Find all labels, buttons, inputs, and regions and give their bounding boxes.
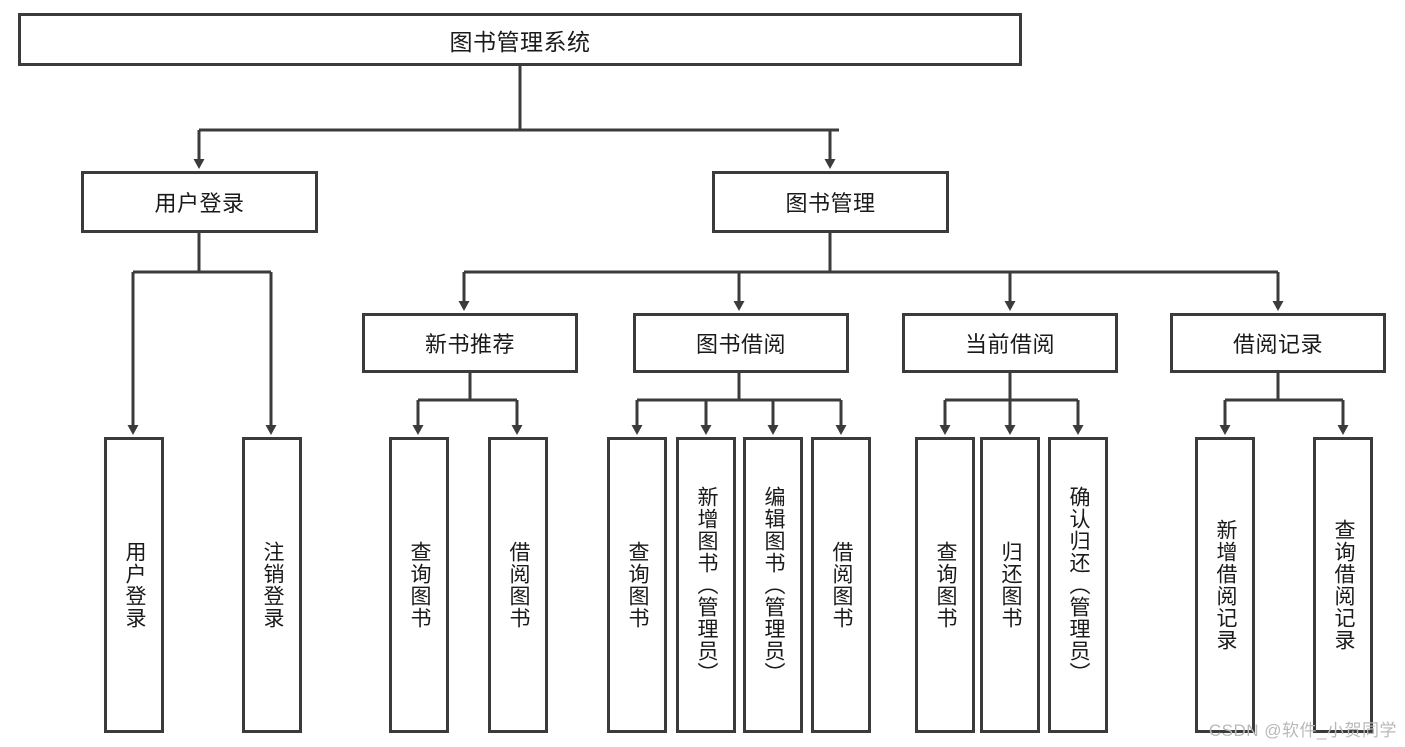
leaf-borrow-edit-book-admin[interactable]: 编辑图书（管理员）: [743, 437, 803, 733]
leaf-label: 查询图书: [408, 541, 432, 629]
node-user-login[interactable]: 用户登录: [81, 171, 318, 233]
node-root-system[interactable]: 图书管理系统: [18, 13, 1022, 66]
node-borrow-records[interactable]: 借阅记录: [1170, 313, 1386, 373]
leaf-records-query-record[interactable]: 查询借阅记录: [1313, 437, 1373, 733]
leaf-label: 编辑图书（管理员）: [762, 486, 786, 684]
leaf-label: 新增图书（管理员）: [695, 486, 719, 684]
node-new-book-recommend[interactable]: 新书推荐: [362, 313, 578, 373]
leaf-current-confirm-return-admin[interactable]: 确认归还（管理员）: [1048, 437, 1108, 733]
leaf-label: 归还图书: [999, 541, 1023, 629]
node-current-borrow[interactable]: 当前借阅: [902, 313, 1118, 373]
leaf-label: 查询图书: [626, 541, 650, 629]
node-book-management[interactable]: 图书管理: [712, 171, 949, 233]
leaf-label: 用户登录: [123, 541, 147, 629]
leaf-label: 注销登录: [261, 541, 285, 629]
leaf-label: 新增借阅记录: [1214, 519, 1238, 651]
leaf-borrow-borrow-book[interactable]: 借阅图书: [811, 437, 871, 733]
leaf-user-login-login[interactable]: 用户登录: [104, 437, 164, 733]
node-book-borrow[interactable]: 图书借阅: [633, 313, 849, 373]
leaf-borrow-query-book[interactable]: 查询图书: [607, 437, 667, 733]
leaf-label: 借阅图书: [507, 541, 531, 629]
leaf-borrow-add-book-admin[interactable]: 新增图书（管理员）: [676, 437, 736, 733]
leaf-user-login-logout[interactable]: 注销登录: [242, 437, 302, 733]
leaf-label: 确认归还（管理员）: [1067, 486, 1091, 684]
leaf-current-query-book[interactable]: 查询图书: [915, 437, 975, 733]
leaf-current-return-book[interactable]: 归还图书: [980, 437, 1040, 733]
leaf-records-add-record[interactable]: 新增借阅记录: [1195, 437, 1255, 733]
leaf-label: 查询图书: [934, 541, 958, 629]
leaf-label: 查询借阅记录: [1332, 519, 1356, 651]
leaf-label: 借阅图书: [830, 541, 854, 629]
leaf-recommend-query-book[interactable]: 查询图书: [389, 437, 449, 733]
leaf-recommend-borrow-book[interactable]: 借阅图书: [488, 437, 548, 733]
